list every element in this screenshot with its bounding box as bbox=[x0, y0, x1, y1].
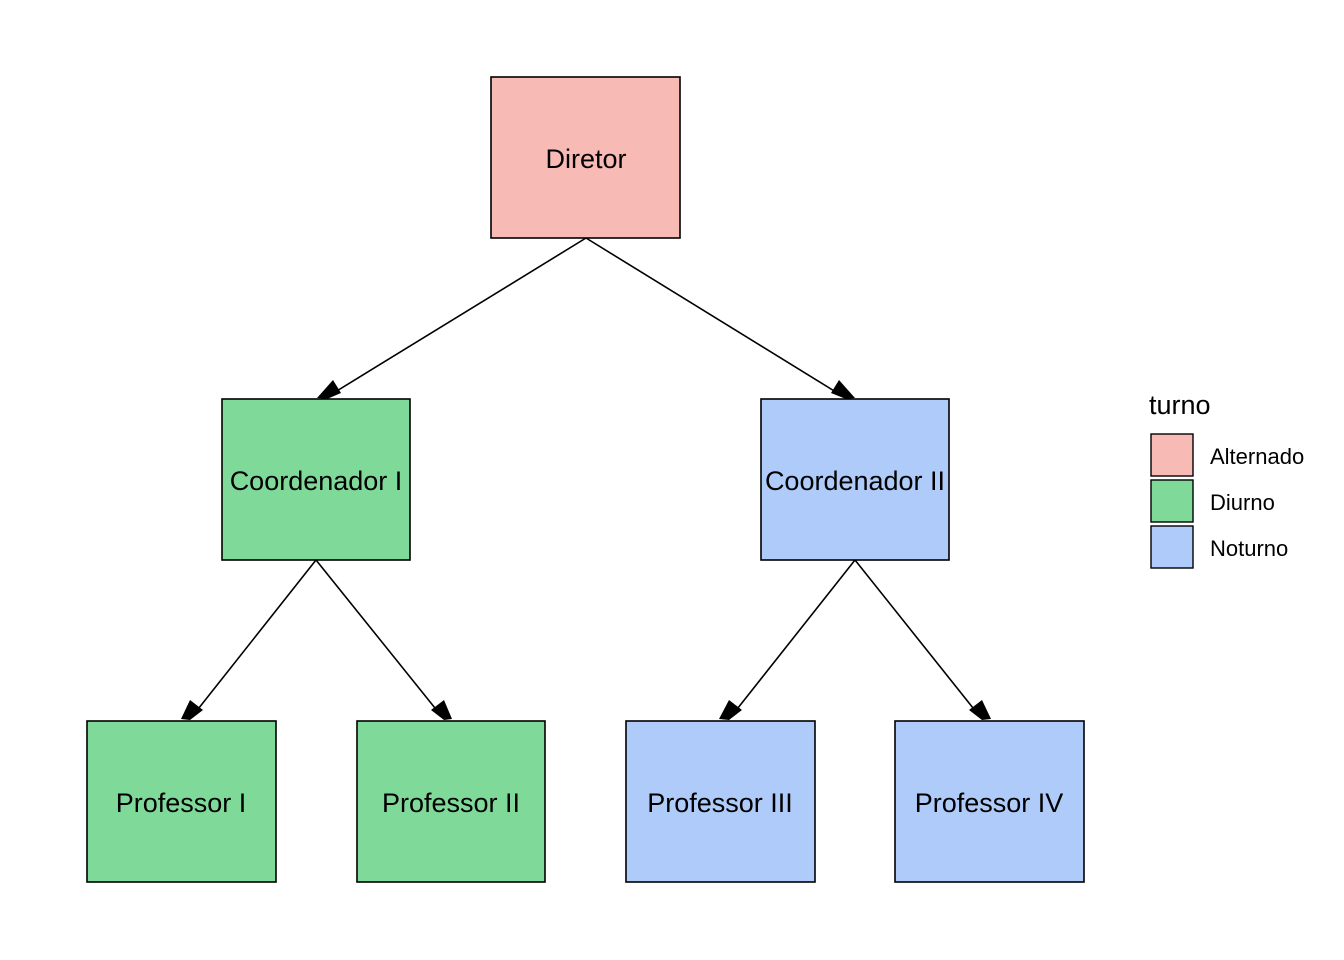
node-label: Professor I bbox=[116, 788, 247, 818]
legend-swatch bbox=[1150, 525, 1194, 569]
edge-coordenador-2-professor-4 bbox=[854, 559, 982, 719]
arrowhead-professor-1 bbox=[181, 700, 203, 720]
edge-coordenador-1-professor-1 bbox=[190, 559, 317, 719]
arrowhead-professor-4 bbox=[969, 700, 991, 720]
node-box bbox=[894, 720, 1085, 883]
legend-swatch bbox=[1150, 433, 1194, 477]
node-box bbox=[490, 76, 681, 239]
legend-label: Alternado bbox=[1210, 444, 1304, 469]
node-professor-4: Professor IV bbox=[894, 720, 1085, 883]
arrowhead-professor-3 bbox=[719, 700, 742, 720]
arrowhead-coordenador-1 bbox=[317, 380, 341, 399]
node-box bbox=[760, 398, 950, 561]
legend-title: turno bbox=[1149, 390, 1211, 420]
edge-coordenador-2-professor-3 bbox=[729, 559, 856, 719]
node-box bbox=[86, 720, 277, 883]
node-label: Coordenador II bbox=[765, 466, 945, 496]
legend-label: Noturno bbox=[1210, 536, 1288, 561]
node-coordenador-1: Coordenador I bbox=[221, 398, 411, 561]
node-label: Diretor bbox=[545, 144, 626, 174]
node-box bbox=[356, 720, 546, 883]
node-diretor: Diretor bbox=[490, 76, 681, 239]
legend-item-alternado: Alternado bbox=[1150, 433, 1304, 477]
node-label: Professor III bbox=[647, 788, 793, 818]
edges bbox=[181, 237, 991, 720]
legend-swatch bbox=[1150, 479, 1194, 523]
edge-diretor-coordenador-2 bbox=[585, 237, 845, 398]
node-box bbox=[625, 720, 816, 883]
arrowhead-coordenador-2 bbox=[831, 380, 855, 399]
legend-item-diurno: Diurno bbox=[1150, 479, 1275, 523]
node-professor-1: Professor I bbox=[86, 720, 277, 883]
node-box bbox=[221, 398, 411, 561]
edge-coordenador-1-professor-2 bbox=[315, 559, 444, 719]
node-label: Coordenador I bbox=[230, 466, 403, 496]
node-professor-2: Professor II bbox=[356, 720, 546, 883]
edge-diretor-coordenador-1 bbox=[326, 237, 587, 398]
node-label: Professor IV bbox=[915, 788, 1064, 818]
node-coordenador-2: Coordenador II bbox=[760, 398, 950, 561]
node-label: Professor II bbox=[382, 788, 520, 818]
legend-item-noturno: Noturno bbox=[1150, 525, 1288, 569]
node-professor-3: Professor III bbox=[625, 720, 816, 883]
arrowhead-professor-2 bbox=[431, 700, 452, 720]
legend-label: Diurno bbox=[1210, 490, 1275, 515]
legend: turno Alternado Diurno Noturno bbox=[1149, 390, 1304, 569]
